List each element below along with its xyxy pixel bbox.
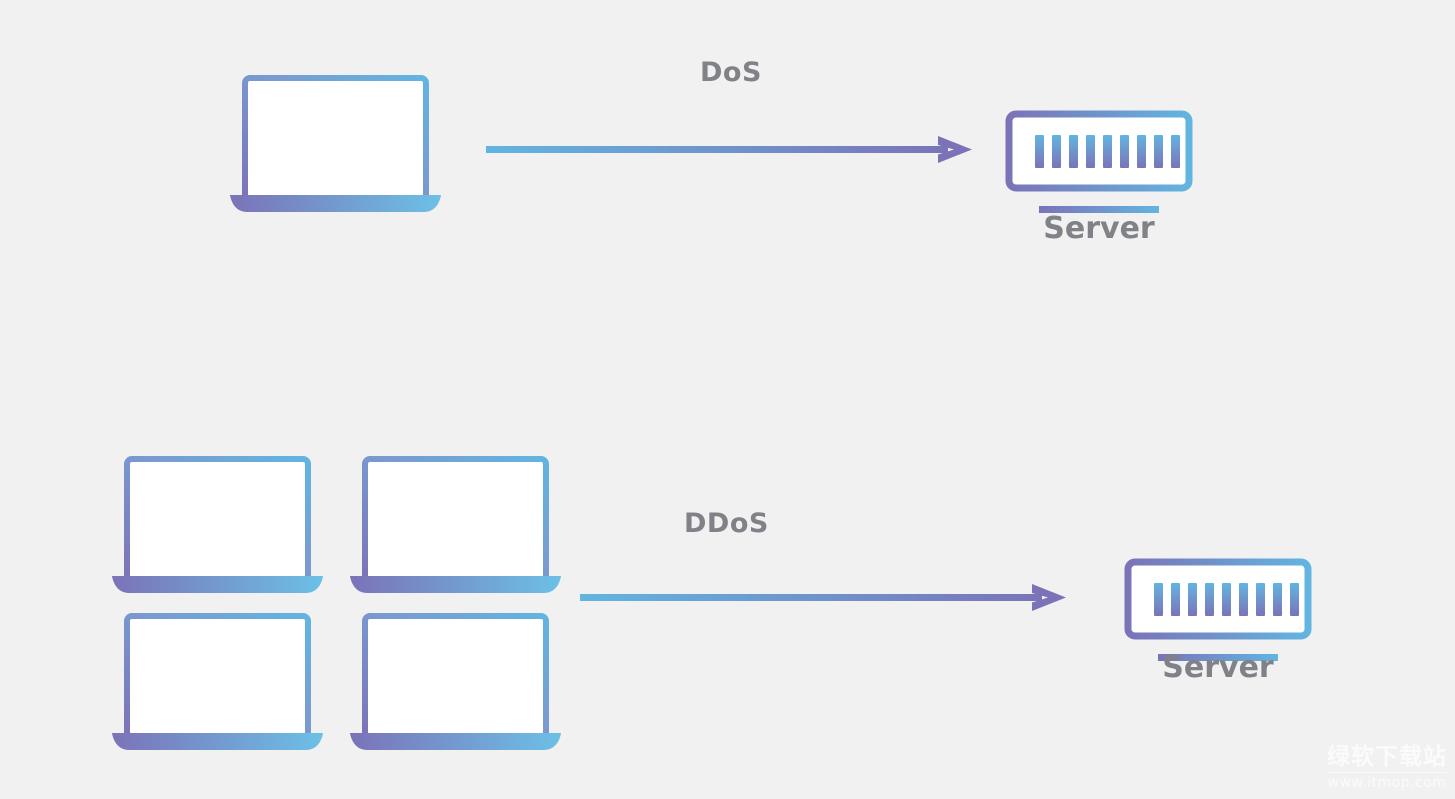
watermark-divider	[1327, 772, 1447, 774]
laptop-icon	[348, 613, 563, 753]
server-underline	[1039, 198, 1159, 217]
server-label: Server	[1162, 650, 1274, 685]
laptop-icon	[110, 456, 325, 596]
watermark-brand: 绿软下载站	[1327, 744, 1447, 771]
server-underline	[1158, 646, 1278, 665]
watermark: 绿软下载站 www.itmop.com	[1327, 745, 1447, 791]
attack-label-ddos: DDoS	[684, 508, 769, 539]
attack-arrow-ddos	[580, 580, 1068, 616]
server-icon	[1005, 110, 1193, 192]
laptop-icon	[348, 456, 563, 596]
laptop-icon	[110, 613, 325, 753]
watermark-url: www.itmop.com	[1327, 775, 1447, 792]
server-icon	[1124, 558, 1312, 640]
laptop-icon	[228, 75, 443, 215]
attack-arrow-dos	[486, 132, 974, 168]
attack-label-dos: DoS	[700, 57, 762, 88]
server-label: Server	[1043, 211, 1155, 246]
